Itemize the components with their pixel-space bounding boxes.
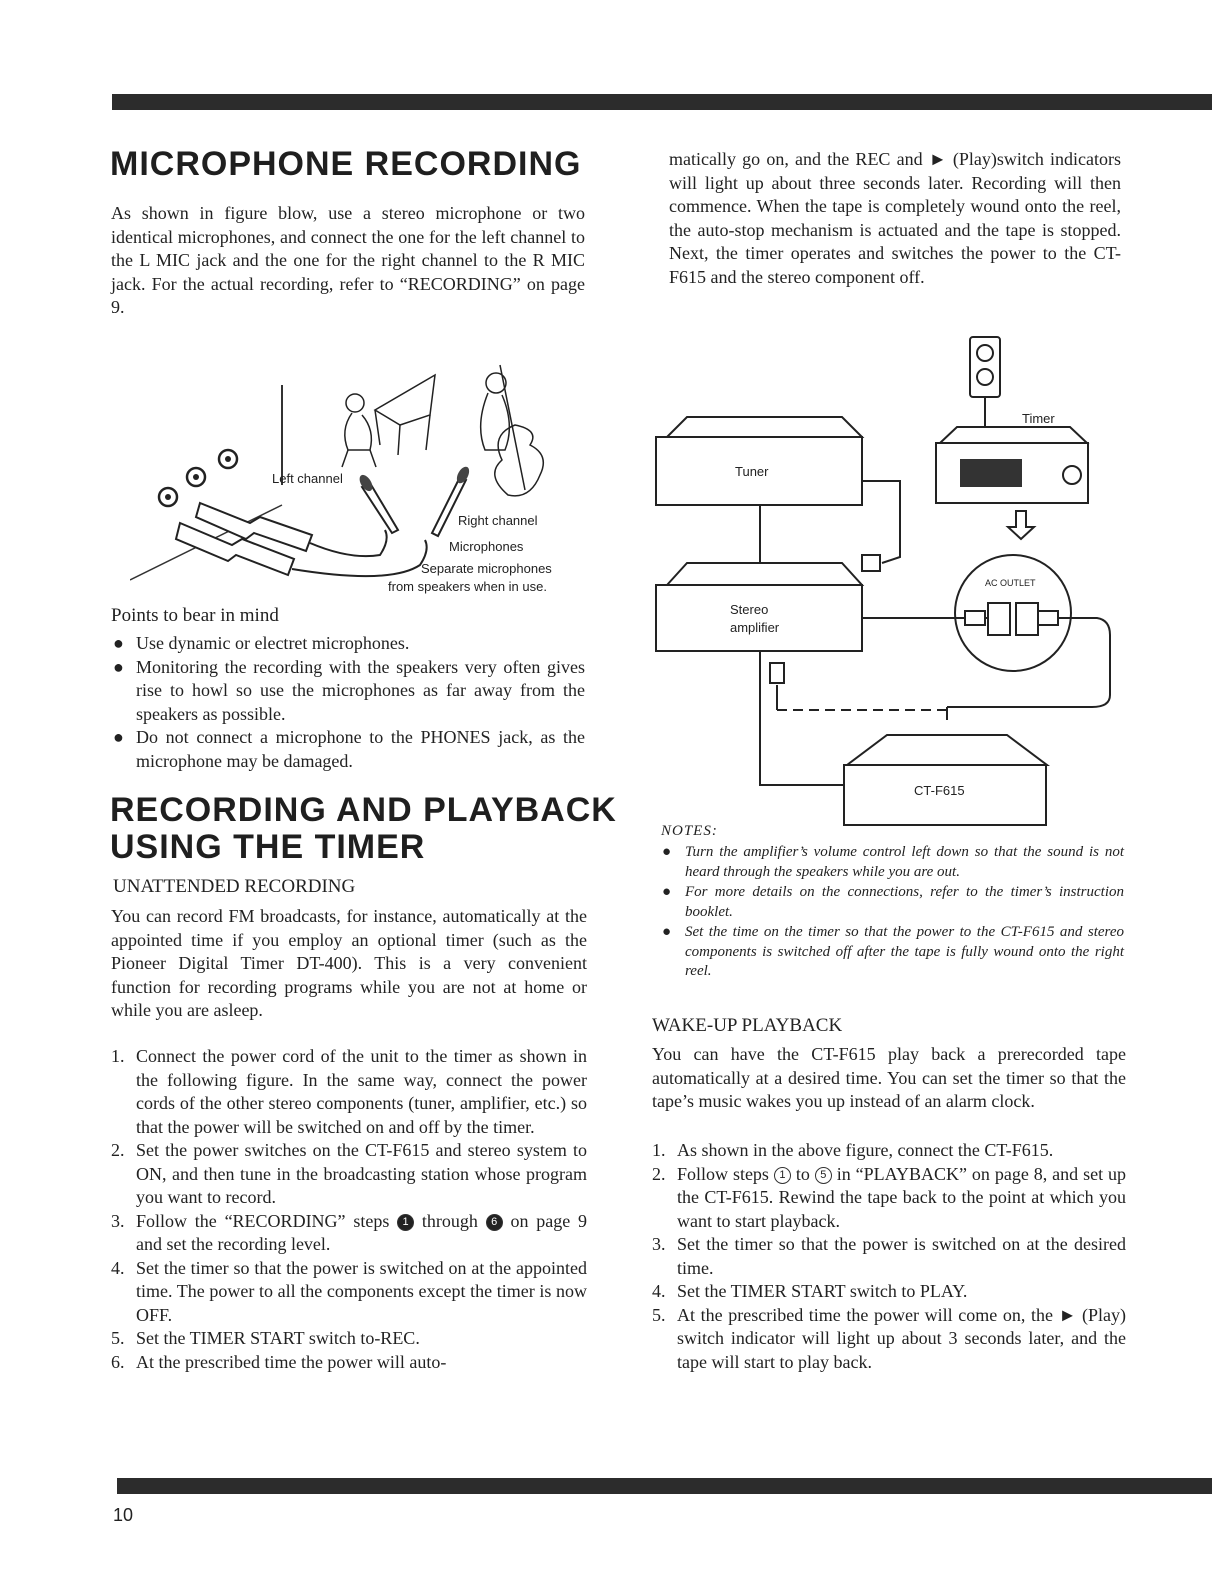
unattended-intro-paragraph: You can record FM broadcasts, for instan… <box>111 906 587 1020</box>
list-item: ●Use dynamic or electret microphones. <box>113 633 410 653</box>
top-rule <box>112 94 1212 110</box>
microphones-label: Microphones <box>449 539 524 554</box>
unattended-recording-heading: UNATTENDED RECORDING <box>113 876 356 897</box>
from-speakers-label: from speakers when in use. <box>388 579 547 594</box>
wake-up-steps-list: 1.As shown in the above figure, connect … <box>652 1139 1126 1374</box>
wake-up-playback-heading: WAKE-UP PLAYBACK <box>652 1015 843 1036</box>
list-item: 5.At the prescribed time the power will … <box>652 1304 1126 1372</box>
amplifier-label: amplifier <box>730 620 780 635</box>
notes-heading: NOTES: <box>661 823 718 839</box>
plug-icon <box>769 554 1059 684</box>
section-title-timer-line2: USING THE TIMER <box>110 828 426 866</box>
microphone-intro-paragraph: As shown in figure blow, use a stereo mi… <box>111 203 585 317</box>
list-item: 3.Follow the “RECORDING” steps 1 through… <box>111 1210 587 1255</box>
pianist-icon <box>341 373 436 468</box>
list-item: 4.Set the timer so that the power is swi… <box>111 1257 587 1325</box>
timer-connection-diagram: Tuner Stereo amplifier Timer AC OUTLET C… <box>655 336 1111 826</box>
points-heading: Points to bear in mind <box>111 605 279 626</box>
list-item: 2.Set the power switches on the CT-F615 … <box>111 1140 587 1207</box>
bassist-icon <box>479 364 545 497</box>
deck-label: CT-F615 <box>914 783 965 798</box>
list-item: 5.Set the TIMER START switch to-REC. <box>111 1328 420 1348</box>
wake-up-intro-paragraph: You can have the CT-F615 play back a pre… <box>652 1044 1126 1111</box>
list-item: ●Do not connect a microphone to the PHON… <box>113 727 585 771</box>
microphone-icon <box>359 466 470 538</box>
unattended-steps-list: 1.Connect the power cord of the unit to … <box>111 1045 587 1374</box>
ac-outlet-label: AC OUTLET <box>985 578 1036 588</box>
step-number-icon: 6 <box>485 1213 503 1231</box>
microphone-connection-figure: Left channel Right channel Microphones S… <box>130 364 552 594</box>
bottom-rule <box>117 1478 1212 1494</box>
step-number-icon: 1 <box>773 1166 791 1184</box>
tuner-label: Tuner <box>735 464 769 479</box>
list-item: 1.As shown in the above figure, connect … <box>652 1140 1054 1160</box>
list-item: 1.Connect the power cord of the unit to … <box>111 1046 587 1137</box>
timer-knob-icon <box>1062 465 1082 485</box>
step-number-icon: 1 <box>397 1213 415 1231</box>
left-channel-label: Left channel <box>272 471 343 486</box>
notes-list: ●Turn the amplifier’s volume control lef… <box>660 843 1124 983</box>
list-item: 4.Set the TIMER START switch to PLAY. <box>652 1281 968 1301</box>
timer-display <box>960 459 1022 487</box>
section-title-microphone-recording: MICROPHONE RECORDING <box>110 145 582 183</box>
right-channel-label: Right channel <box>458 513 538 528</box>
list-item: ●Turn the amplifier’s volume control lef… <box>662 844 1124 880</box>
list-item: ●For more details on the connections, re… <box>662 884 1124 920</box>
plug-icon <box>174 501 314 577</box>
continued-paragraph: matically go on, and the REC and ► (Play… <box>669 149 1121 287</box>
list-item: 3.Set the timer so that the power is swi… <box>652 1234 1126 1278</box>
page-number: 10 <box>113 1505 134 1525</box>
list-item: ●Monitoring the recording with the speak… <box>113 656 585 724</box>
list-item: ●Set the time on the timer so that the p… <box>662 924 1124 979</box>
separate-microphones-label: Separate microphones <box>421 561 552 576</box>
timer-label: Timer <box>1022 411 1055 426</box>
points-list: ●Use dynamic or electret microphones. ●M… <box>111 632 585 773</box>
stereo-label: Stereo <box>730 602 768 617</box>
list-item: 6.At the prescribed time the power will … <box>111 1351 447 1372</box>
section-title-timer-line1: RECORDING AND PLAYBACK <box>110 791 617 829</box>
step-number-icon: 5 <box>814 1166 832 1184</box>
list-item: 2.Follow steps 1 to 5 in “PLAYBACK” on p… <box>652 1163 1127 1231</box>
mic-jack-icon <box>157 448 239 508</box>
